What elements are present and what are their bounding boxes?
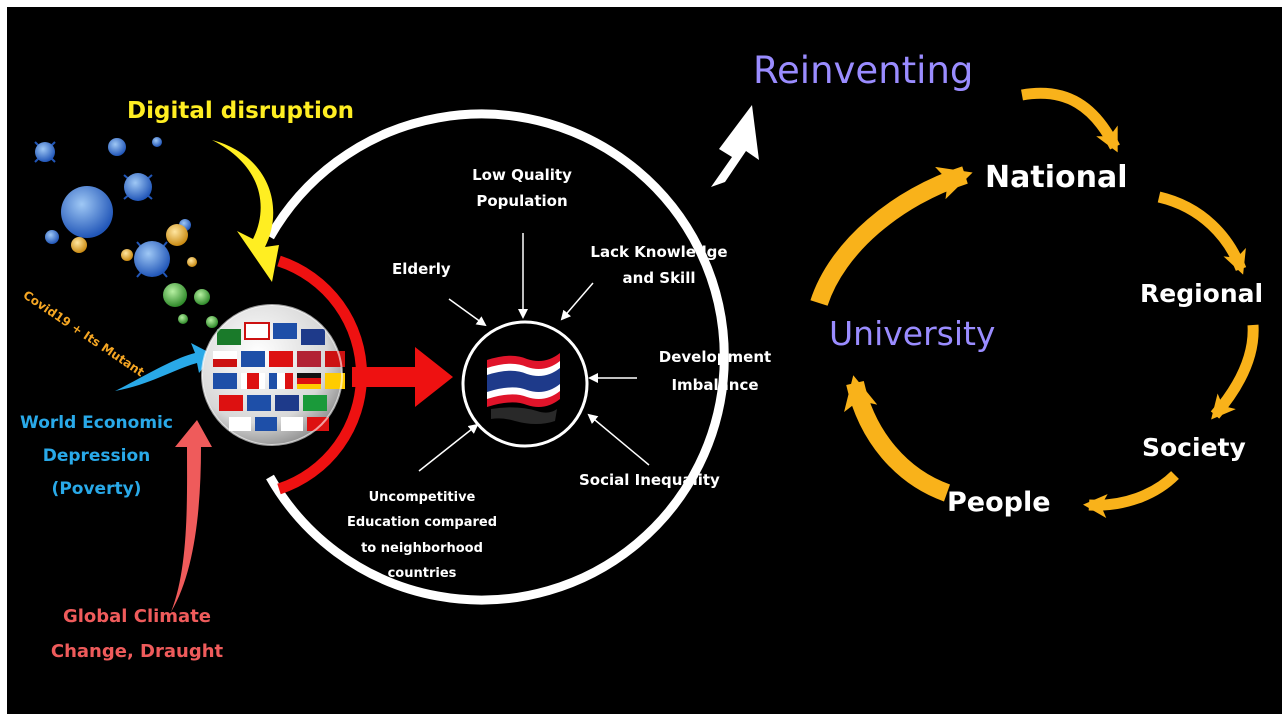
world-economic-line-2: Depression — [42, 446, 151, 467]
world-flags-globe-icon — [201, 304, 345, 446]
low-quality-label: Low Quality Population — [437, 162, 607, 215]
global-climate-line-2: Change, Draught — [50, 641, 224, 663]
education-line-3: to neighborhood — [361, 540, 483, 556]
society-label: Society — [1142, 433, 1246, 462]
development-line-1: Development — [658, 348, 772, 366]
world-economic-line-1: World Economic — [20, 413, 173, 433]
education-line-4: countries — [387, 566, 457, 582]
development-line-2: Imbalance — [671, 375, 759, 394]
cycle-arrows — [810, 87, 1259, 519]
lack-knowledge-line-2: and Skill — [622, 269, 696, 288]
low-quality-line-1: Low Quality — [472, 166, 572, 184]
thailand-flag-icon — [487, 353, 560, 424]
global-climate-line-1: Global Climate — [62, 606, 212, 627]
national-label: National — [985, 160, 1128, 195]
lack-knowledge-label: Lack Knowledge and Skill — [569, 239, 749, 292]
world-economic-line-3: (Poverty) — [51, 479, 142, 500]
regional-label: Regional — [1140, 279, 1264, 308]
university-label: University — [829, 314, 996, 353]
elderly-label: Elderly — [392, 260, 451, 278]
education-line-1: Uncompetitive — [368, 490, 476, 505]
salmon-curved-arrow-icon — [171, 420, 212, 612]
digital-disruption-label: Digital disruption — [127, 98, 355, 124]
diagram-graphics — [34, 87, 1259, 612]
blue-curved-arrow-icon — [115, 343, 214, 391]
global-climate-label: Global Climate Change, Draught — [37, 599, 237, 669]
people-label: People — [947, 487, 1051, 518]
yellow-curved-arrow-icon — [212, 140, 279, 282]
problem-arrows — [418, 233, 650, 472]
low-quality-line-2: Population — [476, 192, 568, 211]
education-line-2: Education compared — [346, 515, 498, 531]
education-label: Uncompetitive Education compared to neig… — [337, 485, 507, 586]
main-circle-outline — [266, 109, 729, 605]
social-inequality-label: Social Inequality — [579, 471, 720, 489]
virus-icon — [34, 137, 218, 328]
reinventing-arrow-icon — [711, 105, 759, 187]
diagram-canvas: Digital disruption Covid19 + Its Mutant … — [7, 7, 1282, 714]
reinventing-label: Reinventing — [753, 49, 974, 92]
lack-knowledge-line-1: Lack Knowledge — [590, 243, 728, 261]
world-economic-label: World Economic Depression (Poverty) — [9, 407, 184, 506]
red-arrow-icon — [352, 347, 453, 407]
development-label: Development Imbalance — [635, 344, 795, 400]
